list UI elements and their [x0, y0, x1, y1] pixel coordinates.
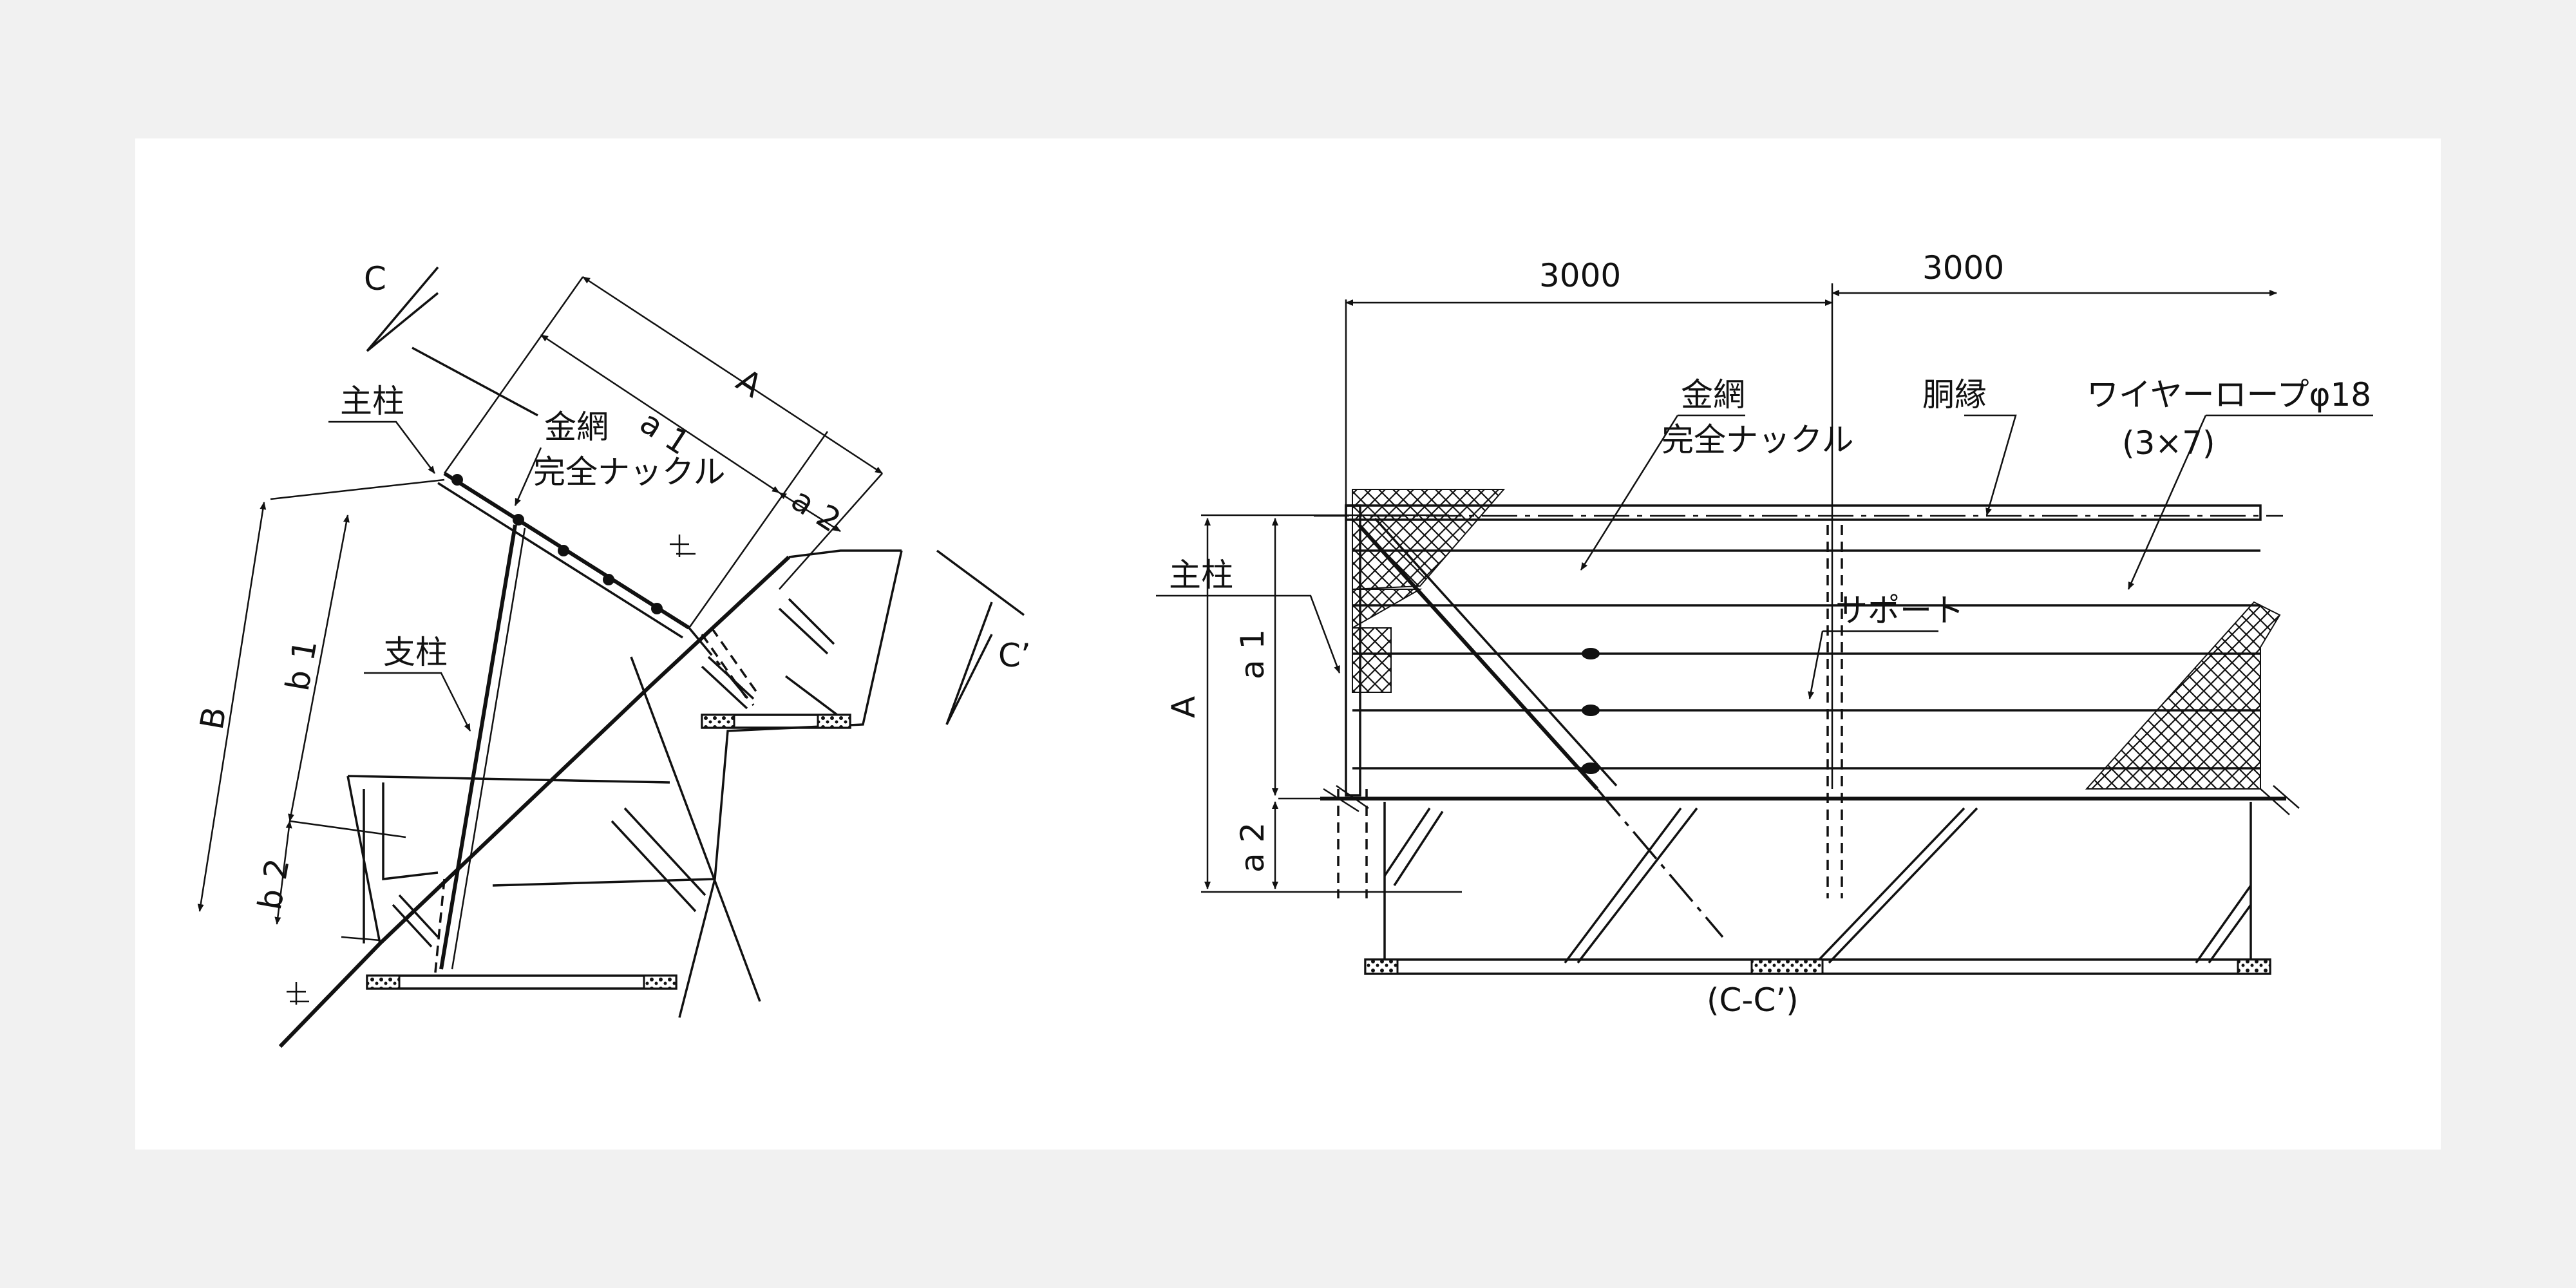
side-elevation-view: A a 1 a 2 B b 1 b 2 C C’ 主柱 金網 完全ナックル 支柱 — [193, 260, 1031, 1048]
label-strut: 支柱 — [383, 634, 448, 671]
knuckle-joints — [451, 474, 663, 614]
dim-B-label: B — [193, 704, 234, 732]
main-post-inner — [437, 482, 683, 639]
main-post-section — [1345, 504, 1361, 797]
leader-wire-mesh-section — [1580, 415, 1679, 571]
leader-wire-rope — [2128, 414, 2373, 589]
leader-support — [1810, 630, 1938, 699]
dim-a1-line — [540, 334, 780, 494]
drawing-canvas: A a 1 a 2 B b 1 b 2 C C’ 主柱 金網 完全ナックル 支柱… — [193, 249, 2373, 1048]
dim-b1-label: b 1 — [279, 637, 325, 694]
main-post-embed — [1337, 789, 1368, 898]
support-diagonal — [1357, 523, 1599, 791]
label-support: サポート — [1835, 592, 1964, 629]
dim-a1-vertical-label: a 1 — [1234, 629, 1271, 679]
soil-marks-section — [1323, 784, 2300, 815]
post-embed — [701, 627, 758, 700]
dim-A-vertical-label: A — [1165, 696, 1202, 718]
label-knuckle-section: 完全ナックル — [1662, 421, 1854, 459]
support-extension — [1596, 788, 1724, 938]
label-edge-beam: 胴縁 — [1922, 376, 1987, 413]
label-main-post: 主柱 — [340, 383, 404, 420]
strut — [439, 524, 517, 970]
section-marker-c — [366, 266, 538, 417]
label-wire-mesh-section: 金網 — [1681, 376, 1745, 413]
wall-outline — [346, 775, 670, 944]
intermediate-post — [1826, 525, 1843, 898]
dim-b2-label: b 2 — [251, 856, 297, 913]
label-wire-rope-spec: (3×7) — [2122, 424, 2215, 462]
leader-main-post-section — [1156, 594, 1341, 674]
section-cc-view: 3000 3000 — [1156, 249, 2373, 1019]
label-main-post-section: 主柱 — [1169, 556, 1233, 594]
label-knuckle: 完全ナックル — [533, 453, 726, 491]
leader-strut — [364, 672, 471, 732]
turnbuckles — [1582, 648, 1600, 774]
leader-main-post — [328, 421, 435, 474]
strut-inner — [451, 527, 526, 970]
dim-a2-line — [779, 491, 841, 533]
section-caption: (C-C’) — [1707, 981, 1799, 1019]
leader-wire-mesh — [514, 447, 542, 506]
label-wire-rope: ワイヤーロープφ18 — [2087, 376, 2371, 413]
span-1-label: 3000 — [1539, 257, 1621, 294]
section-c-label: C — [364, 260, 386, 298]
foundation-base — [366, 974, 677, 990]
drawing-sheet: A a 1 a 2 B b 1 b 2 C C’ 主柱 金網 完全ナックル 支柱… — [135, 138, 2441, 1150]
dim-B-line — [197, 502, 267, 912]
section-c-prime-label: C’ — [998, 637, 1031, 674]
section-hatching — [1383, 807, 2252, 964]
dim-a2-vertical-label: a 2 — [1234, 822, 1271, 873]
slope-ground-line — [278, 555, 791, 1048]
section-marker-c-prime — [936, 549, 1025, 725]
wall-sides — [1383, 802, 2252, 963]
wall-hatching — [392, 598, 835, 948]
soil-marks — [287, 535, 696, 1005]
span-2-label: 3000 — [1922, 249, 2004, 287]
retaining-wall-face — [678, 550, 903, 1018]
dim-B-extensions — [270, 478, 445, 942]
label-wire-mesh: 金網 — [544, 408, 609, 446]
dim-b1-line — [288, 515, 350, 822]
support-diagonal-inner — [1374, 517, 1618, 787]
mesh-area-right — [2085, 601, 2281, 790]
dim-b2-line — [274, 820, 292, 925]
dim-A-line — [582, 276, 883, 475]
upper-terrain — [630, 549, 902, 1002]
dim-A-label: A — [730, 361, 768, 404]
height-extension-lines — [1201, 514, 1462, 893]
gravel-left — [366, 974, 401, 990]
gravel-right — [643, 974, 677, 990]
leader-edge-beam — [1964, 414, 2017, 516]
